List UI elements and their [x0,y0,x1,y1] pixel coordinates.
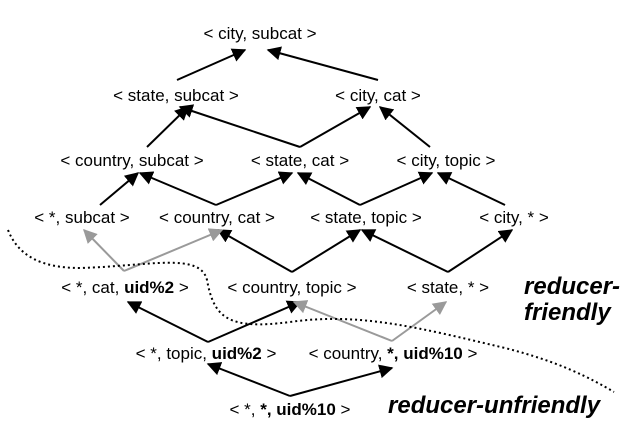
node-city-cat: < city, cat > [335,86,421,105]
node-star-cat-uid2: < *, cat, uid%2 > [61,278,189,297]
region-label-reducer-friendly: reducer- friendly [524,274,620,326]
edge-city-star-to-city-topic [436,172,506,206]
node-state-topic: < state, topic > [310,208,422,227]
edge-country-star-uid10-to-state-star [391,301,448,342]
edge-star-star-uid10-to-country-star-uid10 [289,364,394,397]
edge-city-topic-to-city-cat [378,106,431,148]
gray-edges [83,228,448,342]
node-country-star-uid10: < country, *, uid%10 > [308,344,478,363]
node-city-subcat: < city, subcat > [203,24,317,43]
region-label-friendly-line2: friendly [524,299,611,326]
edge-country-topic-to-country-cat [216,229,293,273]
node-country-cat: < country, cat > [159,208,275,227]
edge-state-topic-to-city-topic [359,171,434,206]
node-star-subcat: < *, subcat > [34,208,130,227]
edge-country-topic-to-state-topic [291,229,362,273]
node-city-star: < city, * > [479,208,549,227]
edge-star-cat-uid2-to-country-cat [123,228,224,272]
edge-state-subcat-to-city-subcat [176,48,247,81]
edge-star-star-uid10-to-star-topic-uid2 [206,362,291,397]
edge-state-cat-to-city-cat [299,106,372,148]
edge-country-cat-to-state-cat [215,171,294,206]
edge-star-topic-uid2-to-star-cat-uid2 [126,301,209,343]
edge-star-subcat-to-country-subcat [99,172,140,206]
edge-country-cat-to-country-subcat [138,171,217,206]
node-country-subcat: < country, subcat > [60,151,204,170]
edge-star-topic-uid2-to-country-topic [207,300,302,343]
node-star-star-uid10: < *, *, uid%10 > [229,400,351,419]
edge-country-subcat-to-state-subcat [146,106,190,148]
edge-state-cat-to-state-subcat [178,104,301,148]
edge-country-star-uid10-to-country-topic [292,300,393,342]
region-label-friendly-line1: reducer- [524,273,621,300]
edge-state-star-to-state-topic [360,229,449,273]
edge-state-topic-to-state-cat [296,172,361,206]
node-star-topic-uid2: < *, topic, uid%2 > [135,344,277,363]
region-label-reducer-unfriendly: reducer-unfriendly [388,392,601,419]
edge-city-cat-to-city-subcat [266,46,379,81]
node-state-subcat: < state, subcat > [113,86,239,105]
edge-state-star-to-city-star [447,229,514,273]
node-country-topic: < country, topic > [227,278,357,297]
node-state-star: < state, * > [406,278,490,297]
node-state-cat: < state, cat > [250,151,350,170]
edge-star-cat-uid2-to-star-subcat [83,228,125,272]
node-city-topic: < city, topic > [396,151,496,170]
black-edges [99,46,514,397]
